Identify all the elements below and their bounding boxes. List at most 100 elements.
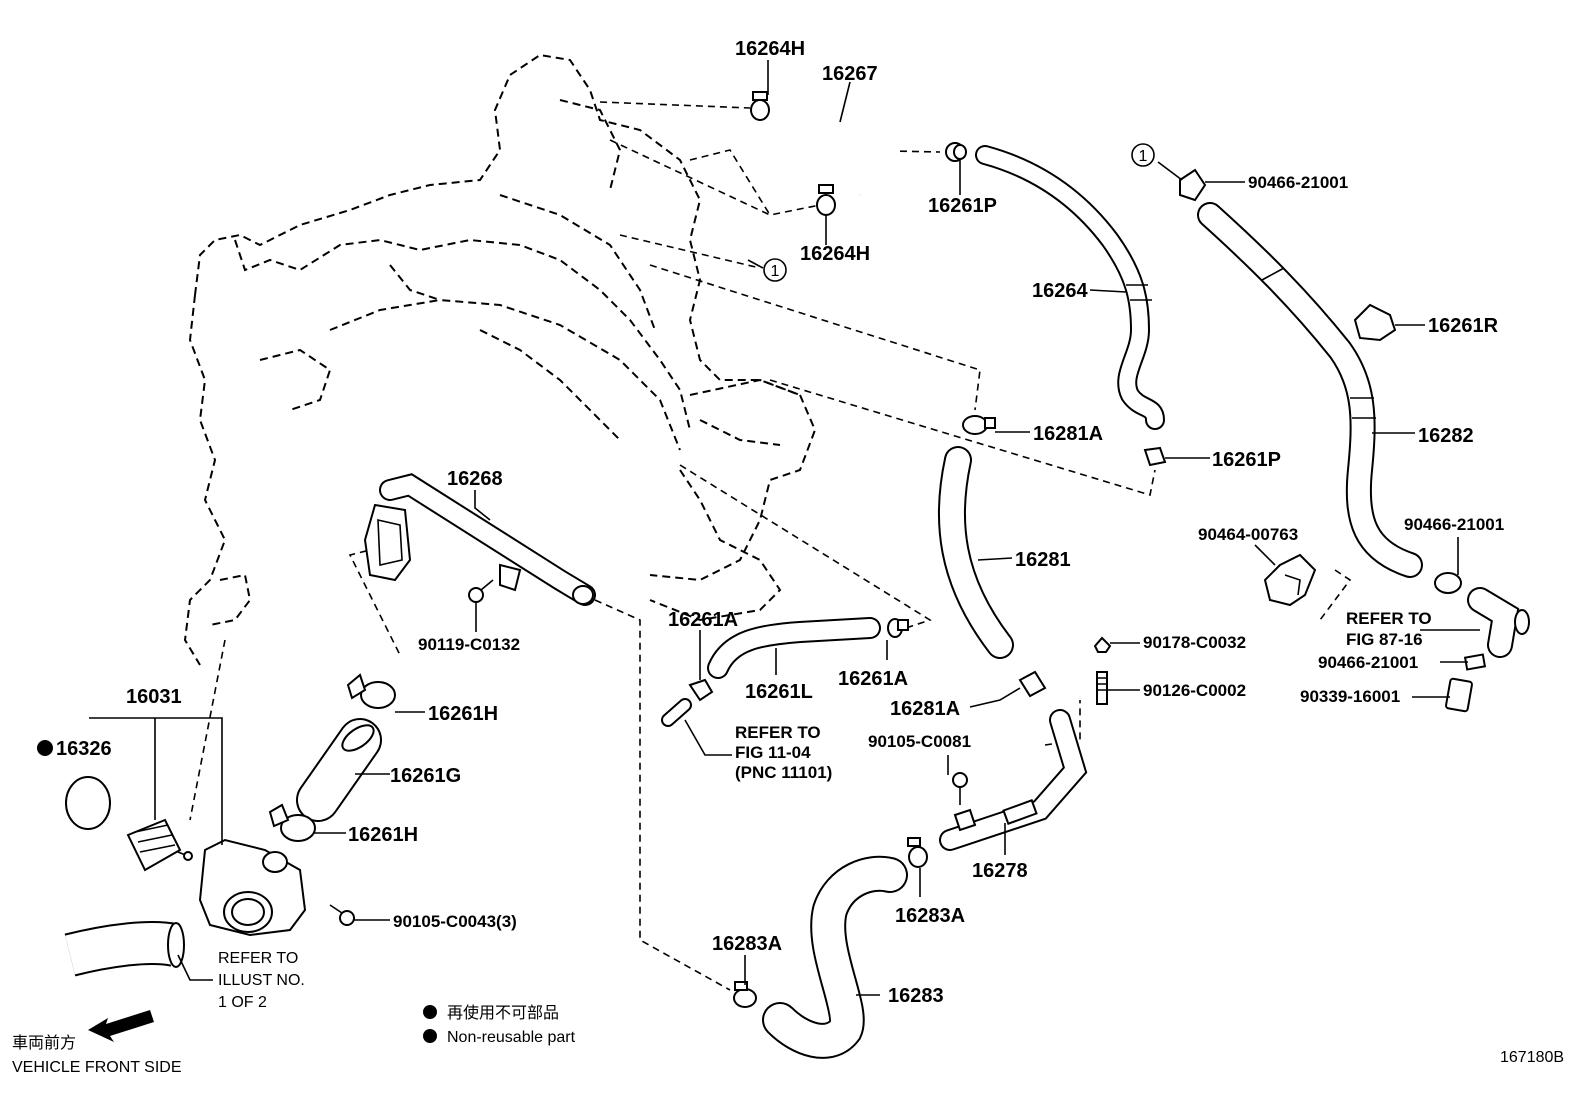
- part-label-16261H-top: 16261H: [428, 703, 498, 725]
- front-direction-arrow-icon: [88, 1010, 154, 1042]
- clamp-90466-21001-low: [1463, 653, 1487, 671]
- part-label-16282: 16282: [1418, 425, 1474, 447]
- clamp-16281A-top: [962, 415, 996, 435]
- part-label-90178-C0032: 90178-C0032: [1143, 633, 1246, 652]
- reference-illust-1-of-2: REFER TO ILLUST NO. 1 OF 2: [218, 950, 305, 1011]
- part-label-16278: 16278: [972, 860, 1028, 882]
- part-label-90126-C0002: 90126-C0002: [1143, 681, 1246, 700]
- hose-16283: [762, 855, 908, 1059]
- reference-fig-87-16: REFER TO FIG 87-16: [1346, 609, 1432, 649]
- part-label-90464-00763: 90464-00763: [1198, 525, 1298, 544]
- part-label-16031: 16031: [126, 686, 182, 708]
- part-label-90105-C0081: 90105-C0081: [868, 732, 971, 751]
- part-label-16261P-mid: 16261P: [1212, 449, 1281, 471]
- hose-16282: [1197, 202, 1423, 578]
- clamp-16264H-top: [750, 91, 770, 121]
- part-label-90466-21001-mid: 90466-21001: [1404, 515, 1504, 534]
- part-labels: 16264H 16267 16261P 16264H 90466-21001 1…: [37, 38, 1504, 1007]
- part-label-90466-21001-top: 90466-21001: [1248, 173, 1348, 192]
- part-label-16264H-top: 16264H: [735, 38, 805, 60]
- clamp-16261A-left: [688, 678, 714, 702]
- clamp-16283A-left: [733, 981, 757, 1008]
- part-label-16264H-bottom: 16264H: [800, 243, 870, 265]
- clamp-16264H-bottom: [816, 184, 836, 216]
- part-label-90105-C0043: 90105-C0043(3): [393, 912, 517, 931]
- legend-marker-en: [423, 1029, 437, 1043]
- non-reusable-marker-16326: [37, 740, 53, 756]
- part-label-16261H-bottom: 16261H: [348, 824, 418, 846]
- pipe-stub-fig-11-04: [661, 698, 692, 727]
- part-label-16261P-top: 16261P: [928, 195, 997, 217]
- part-label-16281A-top: 16281A: [1033, 423, 1103, 445]
- ref-line-1: REFER TO: [218, 950, 298, 967]
- figure-id: 167180B: [1500, 1049, 1564, 1066]
- stud-90126-C0002: [1096, 671, 1108, 705]
- part-label-16261A-left: 16261A: [668, 609, 738, 631]
- hose-16267: [794, 113, 908, 204]
- direction-text-en: VEHICLE FRONT SIDE: [12, 1059, 182, 1076]
- clamp-16261H-top: [346, 673, 396, 709]
- hose-16281: [937, 446, 1014, 659]
- bolt-90105-C0081: [952, 772, 968, 805]
- part-label-16283A-left: 16283A: [712, 933, 782, 955]
- legend-text-jp: 再使用不可部品: [447, 1004, 559, 1022]
- part-label-16268: 16268: [447, 468, 503, 490]
- clamp-16261H-bottom: [268, 803, 316, 842]
- legend: 再使用不可部品 Non-reusable part: [423, 1004, 576, 1046]
- part-label-90466-21001-low: 90466-21001: [1318, 653, 1418, 672]
- part-label-90339-16001: 90339-16001: [1300, 687, 1400, 706]
- clamp-16261P-mid: [1143, 446, 1167, 467]
- clamp-16283A-right: [907, 837, 928, 868]
- bolt-90119-C0132: [468, 579, 494, 603]
- hose-16261G: [296, 718, 382, 822]
- ref-line-1: REFER TO: [735, 723, 821, 742]
- vehicle-front-indicator: 車両前方 VEHICLE FRONT SIDE: [12, 1010, 182, 1076]
- pipe-16278: [939, 709, 1088, 851]
- assembly-guide-lines: [189, 101, 1352, 991]
- clamp-16281A-bottom: [1018, 670, 1047, 698]
- part-label-16261G: 16261G: [390, 765, 461, 787]
- nut-90178-C0032: [1093, 636, 1112, 653]
- hose-16264: [975, 145, 1165, 430]
- ref-line-1: REFER TO: [1346, 609, 1432, 628]
- bushing-90339-16001: [1445, 677, 1473, 713]
- reference-fig-11-04: REFER TO FIG 11-04 (PNC 11101): [735, 723, 832, 782]
- clamp-90464-00763: [1263, 553, 1317, 607]
- callout-circle-1-mid: 1: [763, 258, 787, 282]
- part-label-16281A-bottom: 16281A: [890, 698, 960, 720]
- gasket-16326: [65, 776, 111, 830]
- ref-line-2: ILLUST NO.: [218, 972, 305, 989]
- part-label-16261A-right: 16261A: [838, 668, 908, 690]
- engine-block-outline: [183, 53, 817, 666]
- thermostat-housing: [198, 838, 307, 937]
- part-label-16261R: 16261R: [1428, 315, 1499, 337]
- clamp-90466-21001-top: [1179, 168, 1207, 202]
- legend-text-en: Non-reusable part: [447, 1029, 576, 1046]
- bolt-90105-C0043: [329, 904, 355, 926]
- ref-line-3: 1 OF 2: [218, 994, 267, 1011]
- thermostat-16031: [126, 818, 193, 872]
- ref-line-2: FIG 11-04: [735, 743, 811, 762]
- direction-text-jp: 車両前方: [12, 1034, 76, 1052]
- part-label-16283A-right: 16283A: [895, 905, 965, 927]
- clamp-90466-21001-mid: [1434, 572, 1462, 594]
- water-pipe-fitting-right: [1467, 587, 1530, 658]
- hose-16261L: [707, 617, 881, 679]
- part-label-90119-C0132: 90119-C0132: [418, 635, 520, 654]
- callout-circle-1-top: 1: [1131, 143, 1155, 167]
- part-label-16283: 16283: [888, 985, 944, 1007]
- part-label-16326: 16326: [56, 738, 112, 760]
- part-label-16267: 16267: [822, 63, 878, 85]
- clamp-16261P-top: [945, 142, 967, 162]
- clamp-16261A-right: [887, 618, 909, 638]
- leader-lines: [89, 60, 1480, 996]
- clamp-16261R: [1353, 303, 1397, 342]
- part-label-16261L: 16261L: [745, 681, 813, 703]
- callout-number: 1: [771, 263, 780, 280]
- part-label-16264: 16264: [1032, 280, 1088, 302]
- radiator-hose: [64, 921, 185, 977]
- ref-line-2: FIG 87-16: [1346, 630, 1423, 649]
- callout-number: 1: [1139, 148, 1148, 165]
- legend-marker-jp: [423, 1005, 437, 1019]
